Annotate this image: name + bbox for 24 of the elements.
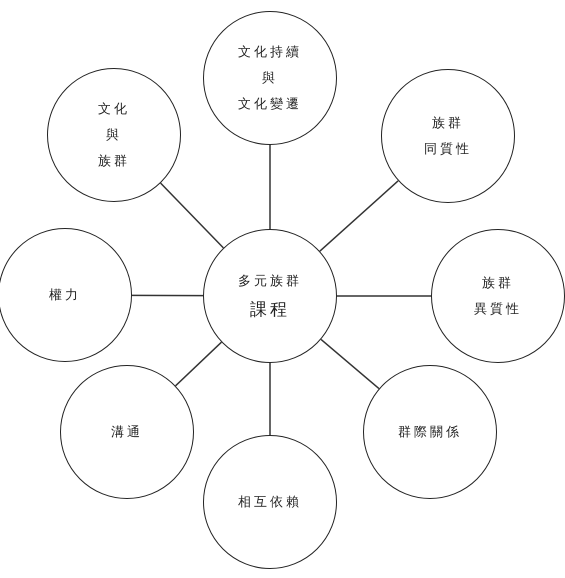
connector-line <box>175 342 222 386</box>
circle-text: 文化持續 <box>238 44 302 61</box>
circle-text: 異質性 <box>474 301 522 318</box>
connector-line <box>132 294 203 296</box>
circle-text: 溝通 <box>111 424 143 441</box>
circle-text: 與 <box>262 70 278 87</box>
circle-text: 文化變遷 <box>238 96 302 113</box>
circle-text: 文化 <box>98 101 130 118</box>
connector-line <box>160 182 224 248</box>
connector-line <box>269 363 271 435</box>
circle-text: 與 <box>106 127 122 144</box>
circle-text: 相互依賴 <box>238 494 302 511</box>
circle-text: 權力 <box>49 287 81 304</box>
circle-text: 多元族群 <box>238 272 302 290</box>
circle-text: 課程 <box>250 298 290 320</box>
circle-text: 族群 <box>98 153 130 170</box>
connector-line <box>269 145 271 229</box>
connector-line <box>319 180 399 252</box>
connector-line <box>337 295 431 297</box>
circle-text: 族群 <box>482 275 514 292</box>
connector-line <box>320 338 380 390</box>
circle-text: 族群 <box>432 115 464 132</box>
circle-text: 同質性 <box>424 141 472 158</box>
circle-text: 群際關係 <box>398 424 462 441</box>
